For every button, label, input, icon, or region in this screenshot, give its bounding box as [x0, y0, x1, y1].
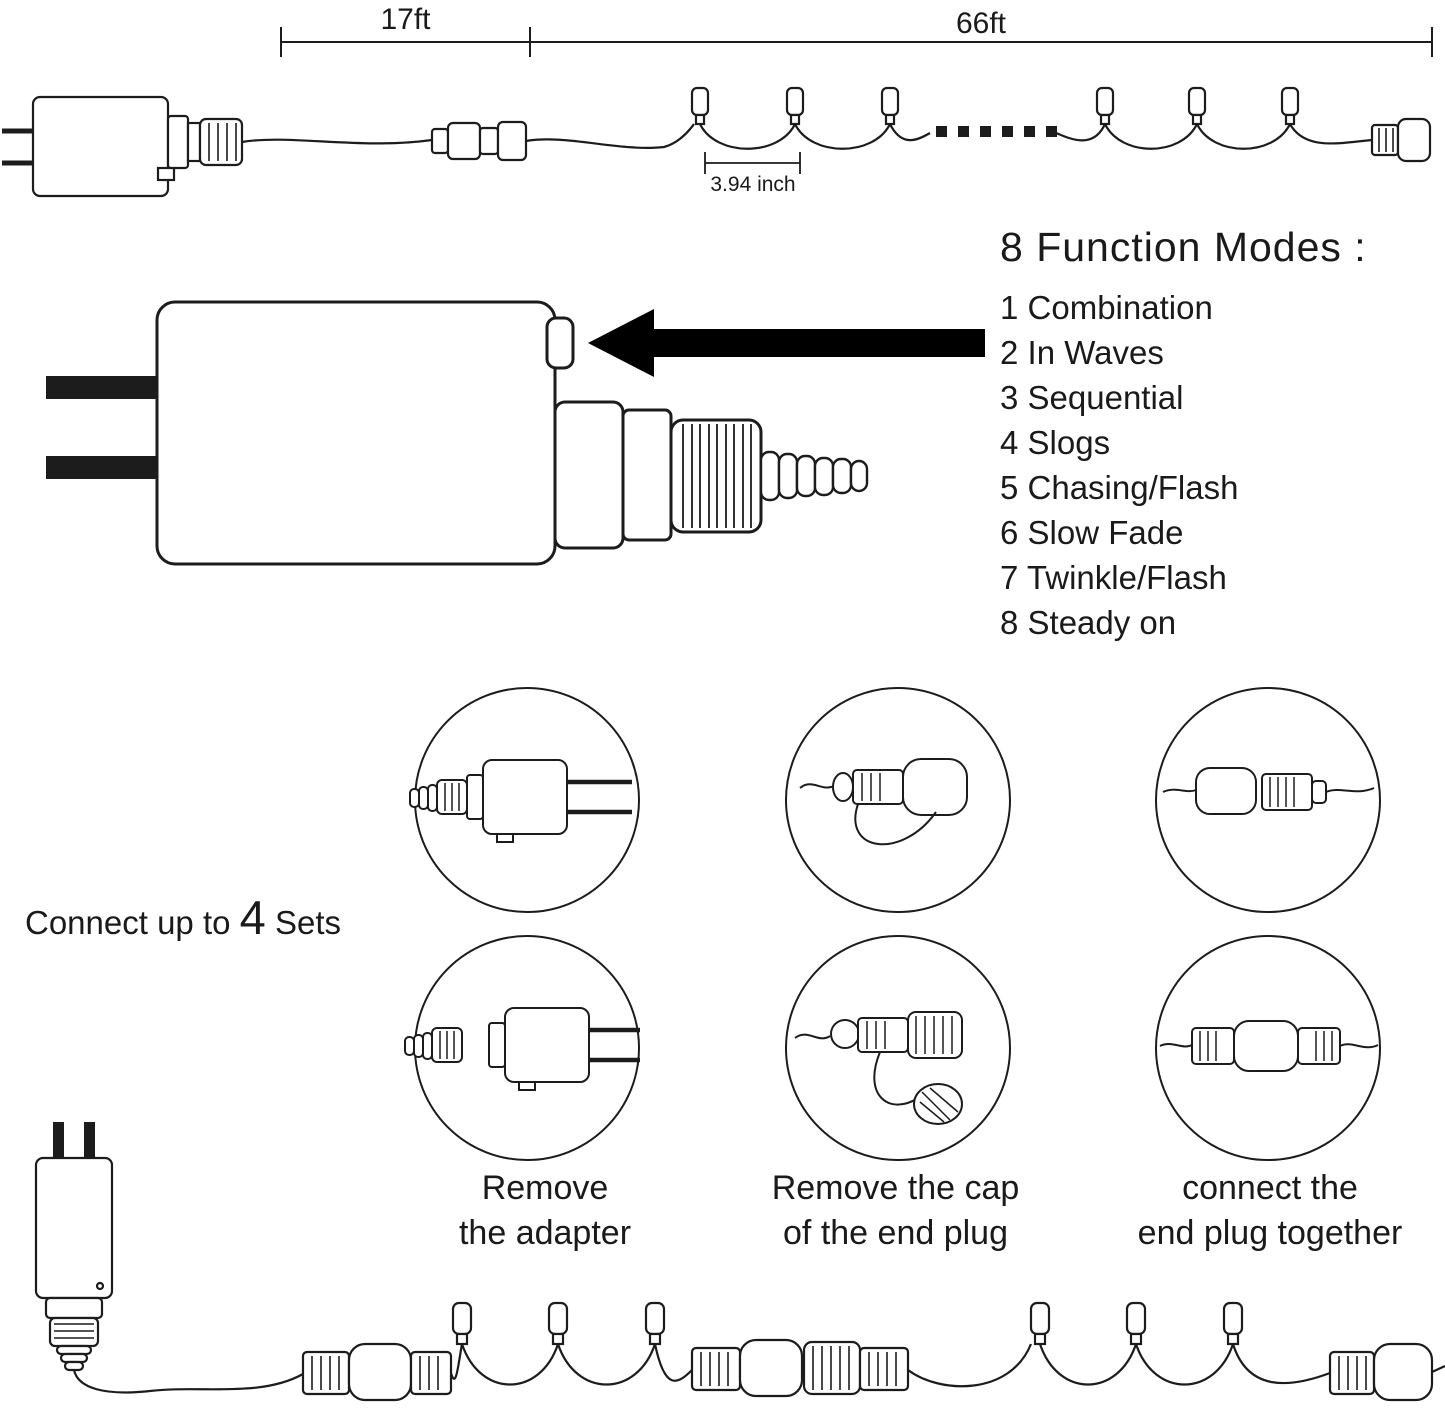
- string-length-label: 66ft: [955, 7, 1007, 40]
- function-mode-item: 1 Combination: [1000, 289, 1213, 326]
- step-caption-connect-plugs: connect the end plug together: [1085, 1166, 1445, 1256]
- inline-connector: [430, 120, 528, 162]
- function-mode-item: 3 Sequential: [1000, 379, 1184, 416]
- function-modes-list: 8 Function Modes : 1 Combination 2 In Wa…: [1000, 224, 1367, 645]
- light-bulbs-bottom-2: [1029, 1301, 1244, 1346]
- step-caption-remove-adapter: Remove the adapter: [400, 1166, 690, 1256]
- caption-line: the adapter: [458, 1214, 632, 1252]
- bulb-spacing-label: 3.94 inch: [710, 173, 796, 196]
- lead-length-label: 17ft: [380, 3, 431, 36]
- adapter-large-drawing: [46, 300, 869, 566]
- step-circle-adapter-removed: [404, 935, 640, 1161]
- function-mode-item: 7 Twinkle/Flash: [1000, 559, 1227, 596]
- adapter-body-large: [155, 300, 557, 566]
- left-arrow-icon: [588, 309, 985, 377]
- connected-sets-drawing: [34, 1122, 1445, 1402]
- step-circle-end-plug-cap-on: [785, 687, 1011, 913]
- adapter-prong: [46, 456, 157, 479]
- caption-line: of the end plug: [783, 1214, 1008, 1252]
- dimension-lines: [280, 27, 1433, 57]
- light-bulbs: [690, 86, 1300, 126]
- set-connector-pair: [690, 1338, 910, 1398]
- step-circle-cap-removed: [785, 935, 1011, 1161]
- caption-line: end plug together: [1137, 1214, 1403, 1252]
- caption-line: Remove: [481, 1169, 609, 1207]
- function-modes-title: 8 Function Modes :: [1000, 224, 1367, 270]
- end-plug: [1370, 117, 1432, 163]
- bulb-spacing-bracket: [704, 152, 801, 174]
- ellipsis-dots-icon: [936, 126, 1057, 137]
- connect-prefix: Connect up to: [25, 904, 240, 941]
- step-circle-plugs-connected: [1155, 935, 1381, 1161]
- adapter-body: [31, 95, 170, 198]
- caption-line: connect the: [1182, 1169, 1358, 1207]
- function-mode-item: 5 Chasing/Flash: [1000, 469, 1239, 506]
- step-circle-adapter-attached: [409, 687, 640, 913]
- function-mode-item: 2 In Waves: [1000, 334, 1164, 371]
- caption-line: Remove the cap: [771, 1169, 1020, 1207]
- function-mode-item: 4 Slogs: [1000, 424, 1111, 461]
- end-connector-bottom: [1328, 1342, 1434, 1402]
- instruction-circles: [404, 687, 1381, 1161]
- connect-suffix: Sets: [265, 904, 341, 941]
- set-connector: [301, 1342, 453, 1402]
- cord-ribs: [759, 450, 869, 502]
- connect-count: 4: [239, 891, 266, 944]
- adapter-body-bottom: [34, 1156, 114, 1300]
- function-mode-item: 8 Steady on: [1000, 604, 1177, 641]
- light-bulbs-bottom: [451, 1301, 666, 1346]
- adapter-prong: [46, 376, 157, 399]
- step-circle-plugs-apart: [1155, 687, 1381, 913]
- function-mode-item: 6 Slow Fade: [1000, 514, 1184, 551]
- step-caption-remove-cap: Remove the cap of the end plug: [718, 1166, 1073, 1256]
- mode-button: [545, 316, 575, 370]
- string-light-set-diagram: [2, 86, 1432, 198]
- connect-up-to-label: Connect up to 4 Sets: [25, 890, 341, 945]
